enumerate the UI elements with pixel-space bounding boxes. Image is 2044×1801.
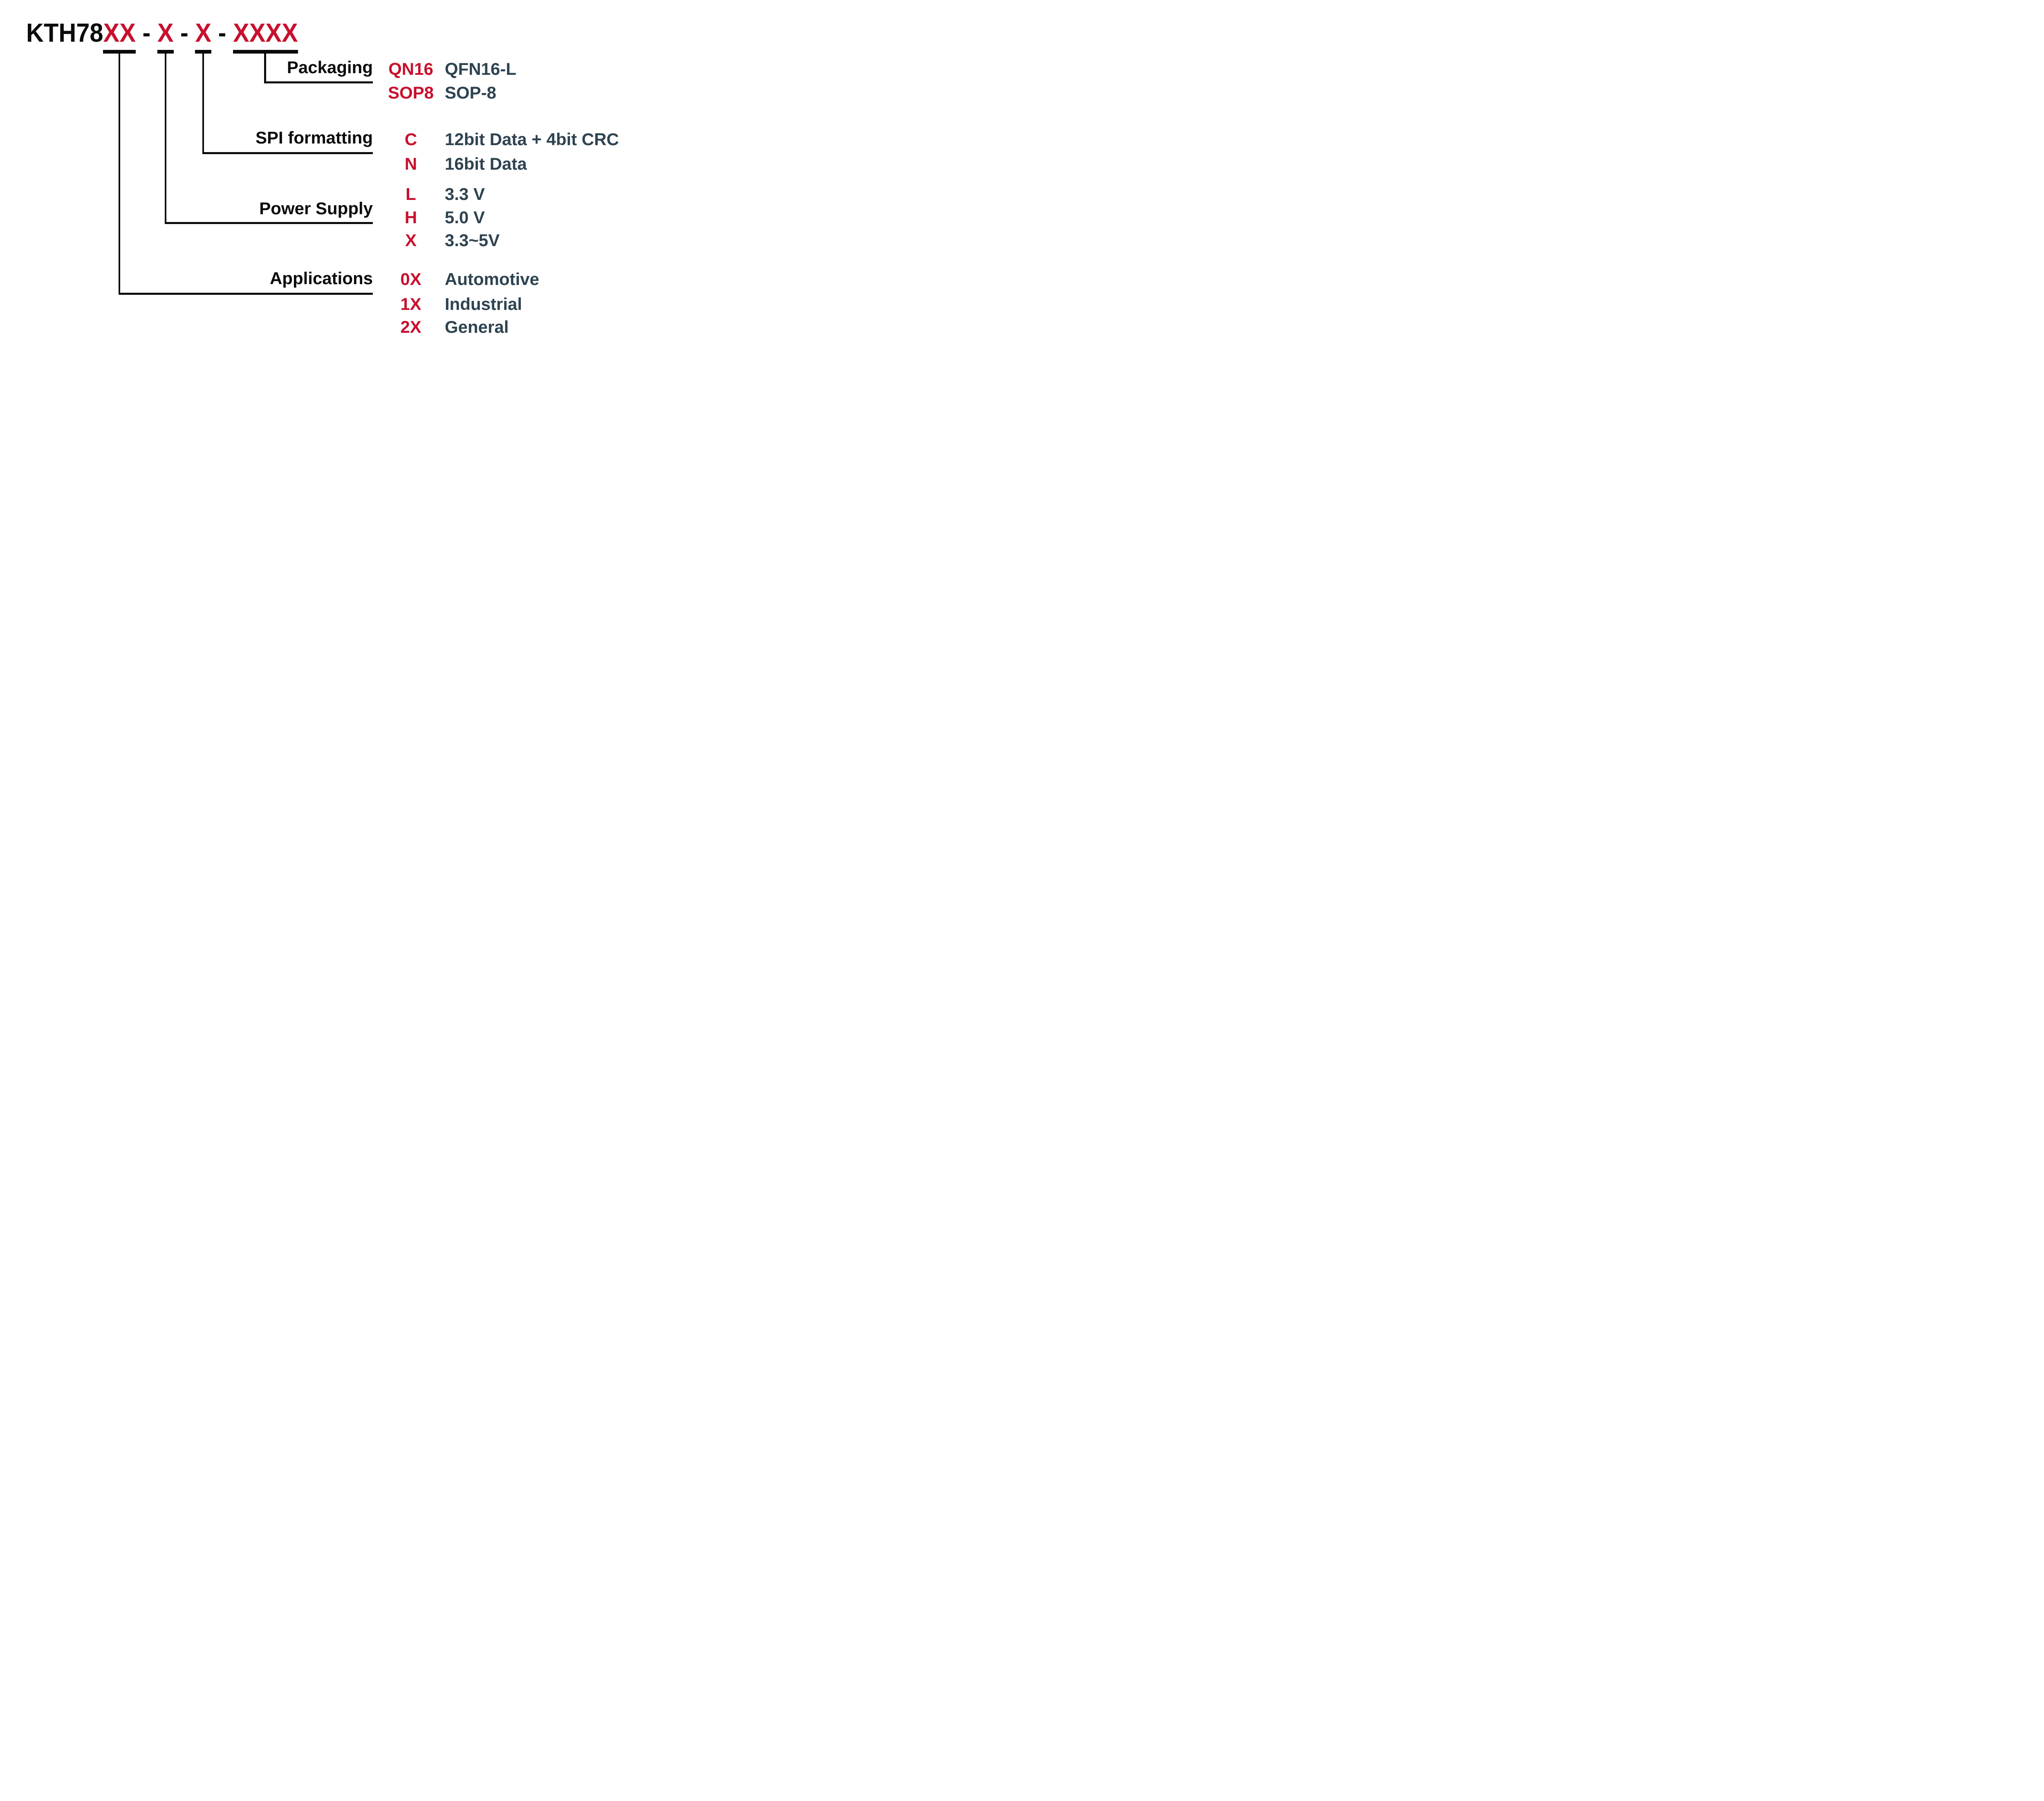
option-code: X bbox=[405, 231, 417, 250]
title-dash-2: - bbox=[173, 18, 195, 47]
connector-applications-horizontal bbox=[119, 293, 373, 295]
option-value: 12bit Data + 4bit CRC bbox=[445, 130, 619, 149]
label-spi-formatting: SPI formatting bbox=[255, 128, 373, 147]
label-applications: Applications bbox=[269, 269, 373, 288]
option-code: SOP8 bbox=[388, 83, 434, 102]
packaging-option-row: QN16 QFN16-L bbox=[384, 60, 516, 78]
option-value: General bbox=[445, 317, 509, 336]
title-spi-code: X bbox=[195, 18, 212, 47]
option-code: 2X bbox=[400, 317, 421, 336]
title-applications-code: XX bbox=[103, 18, 136, 47]
underline-spi-code bbox=[195, 50, 211, 54]
option-code: N bbox=[404, 154, 417, 173]
connector-power-vertical bbox=[165, 54, 166, 224]
applications-option-row: 2X General bbox=[384, 318, 509, 336]
applications-option-row: 1X Industrial bbox=[384, 295, 522, 314]
connector-power-horizontal bbox=[165, 222, 373, 224]
title-packaging-code: XXXX bbox=[233, 18, 298, 47]
option-value: Industrial bbox=[445, 294, 522, 314]
underline-applications-code bbox=[103, 50, 136, 54]
title-dash-3: - bbox=[211, 18, 233, 47]
connector-spi-vertical bbox=[202, 54, 204, 154]
underline-power-code bbox=[157, 50, 174, 54]
option-value: 16bit Data bbox=[445, 154, 527, 173]
title-power-code: X bbox=[157, 18, 174, 47]
applications-option-row: 0X Automotive bbox=[384, 270, 539, 289]
underline-packaging-code bbox=[233, 50, 298, 54]
title-dash-1: - bbox=[135, 18, 157, 47]
spi-option-row: N 16bit Data bbox=[384, 155, 527, 173]
label-packaging: Packaging bbox=[287, 58, 373, 77]
part-number-title: KTH78XX - X - X - XXXX bbox=[26, 18, 298, 47]
connector-applications-vertical bbox=[119, 54, 120, 295]
spi-option-row: C 12bit Data + 4bit CRC bbox=[384, 130, 619, 149]
option-code: QN16 bbox=[388, 59, 433, 78]
power-option-row: L 3.3 V bbox=[384, 185, 485, 204]
option-code: 0X bbox=[400, 269, 421, 289]
label-power-supply: Power Supply bbox=[259, 199, 373, 218]
option-value: SOP-8 bbox=[445, 83, 497, 102]
option-value: 3.3 V bbox=[445, 184, 485, 204]
connector-spi-horizontal bbox=[202, 152, 373, 154]
packaging-option-row: SOP8 SOP-8 bbox=[384, 83, 496, 102]
connector-packaging-vertical bbox=[264, 54, 266, 83]
power-option-row: X 3.3~5V bbox=[384, 231, 500, 250]
option-value: 5.0 V bbox=[445, 208, 485, 227]
option-value: QFN16-L bbox=[445, 59, 517, 78]
option-code: C bbox=[404, 130, 417, 149]
power-option-row: H 5.0 V bbox=[384, 208, 485, 227]
connector-packaging-horizontal bbox=[264, 81, 373, 83]
option-code: H bbox=[404, 208, 417, 227]
option-code: 1X bbox=[400, 294, 421, 314]
option-code: L bbox=[406, 184, 416, 204]
title-prefix: KTH78 bbox=[26, 18, 103, 47]
option-value: Automotive bbox=[445, 269, 539, 289]
ordering-info-diagram: KTH78XX - X - X - XXXX Packaging SPI for… bbox=[0, 0, 642, 360]
option-value: 3.3~5V bbox=[445, 231, 500, 250]
